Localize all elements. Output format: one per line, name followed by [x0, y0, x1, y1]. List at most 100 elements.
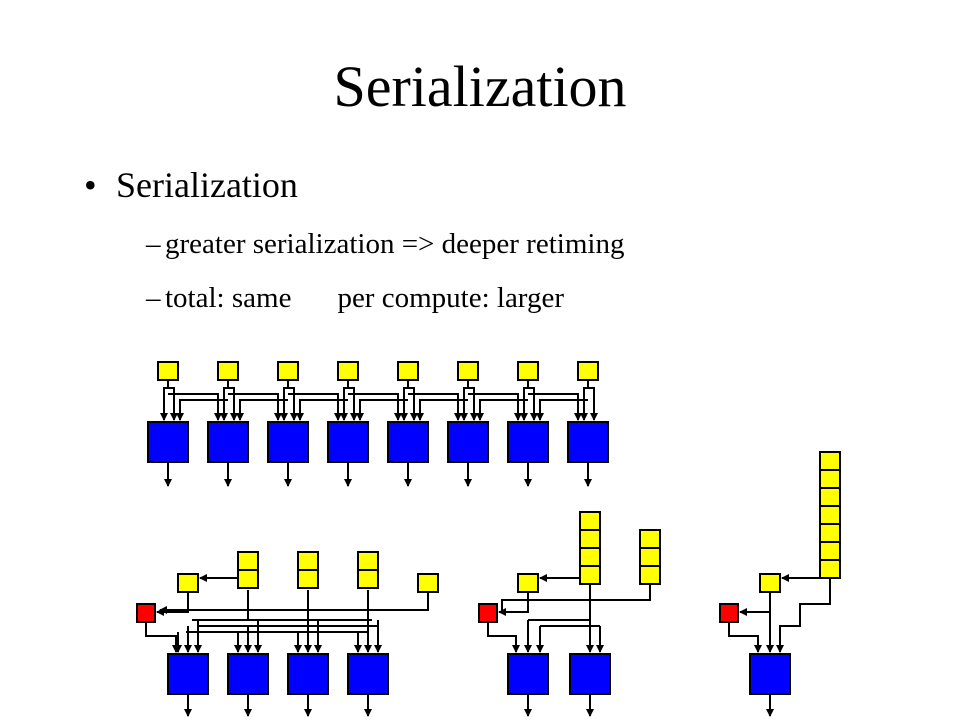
wire-arrow	[408, 393, 462, 421]
input-register	[819, 523, 841, 543]
input-register	[217, 361, 239, 381]
input-register	[157, 361, 179, 381]
wire-arrow	[468, 387, 478, 421]
wire-arrow	[528, 387, 538, 421]
input-register	[819, 469, 841, 489]
wire-arrow	[340, 380, 349, 421]
compute-block	[227, 653, 269, 695]
compute-block	[147, 421, 189, 463]
bullet-marker: •	[84, 165, 97, 205]
wire-arrow	[520, 380, 529, 421]
wire-arrow	[487, 622, 520, 653]
compute-block	[447, 421, 489, 463]
input-register	[177, 573, 199, 593]
wire-arrow	[160, 380, 169, 421]
input-register	[819, 451, 841, 471]
input-register	[357, 569, 379, 589]
bullet-text: Serialization	[116, 165, 298, 205]
compute-block	[327, 421, 369, 463]
input-register	[819, 505, 841, 525]
feedback-register	[136, 603, 156, 623]
wire-arrow	[580, 380, 589, 421]
wire-arrow	[220, 380, 229, 421]
input-register	[297, 551, 319, 571]
blocks	[136, 361, 841, 695]
input-register	[579, 565, 601, 585]
input-register	[579, 511, 601, 531]
input-register	[639, 529, 661, 549]
compute-block	[287, 653, 329, 695]
feedback-register	[478, 603, 498, 623]
dash-marker: –	[146, 228, 161, 260]
wire-arrow	[288, 387, 298, 421]
input-register	[579, 547, 601, 567]
compute-block	[749, 653, 791, 695]
compute-block	[347, 653, 389, 695]
compute-block	[207, 421, 249, 463]
compute-block	[267, 421, 309, 463]
compute-block	[167, 653, 209, 695]
wire-arrow	[156, 592, 189, 616]
wire-arrow	[498, 592, 529, 616]
compute-block	[387, 421, 429, 463]
input-register	[357, 551, 379, 571]
wire-arrow	[476, 399, 528, 421]
wire-arrow	[145, 622, 180, 653]
wire-arrow	[228, 387, 238, 421]
wire-arrow	[356, 399, 408, 421]
input-register	[237, 551, 259, 571]
wire-arrow	[416, 399, 468, 421]
subpoint-text-per-compute: per compute: larger	[337, 282, 564, 314]
wire-arrow	[536, 399, 588, 421]
subpoint-totals: –total: same per compute: larger	[146, 280, 564, 316]
input-register	[517, 573, 539, 593]
subpoint-retiming: –greater serialization => deeper retimin…	[146, 226, 624, 262]
input-register	[577, 361, 599, 381]
input-register	[297, 569, 319, 589]
wire-arrow	[176, 399, 228, 421]
wire-arrow	[739, 592, 771, 616]
input-register	[417, 573, 439, 593]
wire-arrow	[588, 387, 598, 421]
wire-arrow	[468, 393, 522, 421]
wire-arrow	[348, 387, 358, 421]
input-register	[579, 529, 601, 549]
wire-arrow	[280, 380, 289, 421]
input-register	[517, 361, 539, 381]
wire-arrow	[159, 592, 429, 614]
wire-arrow	[460, 380, 469, 421]
feedback-register	[719, 603, 739, 623]
wire-arrow	[728, 622, 762, 653]
input-register	[639, 547, 661, 567]
compute-block	[507, 653, 549, 695]
wire-arrow	[776, 578, 831, 653]
wire-arrow	[296, 399, 348, 421]
bullet-point: • Serialization	[84, 162, 298, 208]
input-register	[277, 361, 299, 381]
wires	[145, 380, 831, 717]
dash-marker: –	[146, 282, 161, 314]
wire-arrow	[348, 393, 402, 421]
wire-arrow	[408, 387, 418, 421]
wire-arrow	[528, 393, 582, 421]
wire-arrow	[236, 399, 288, 421]
subpoint-text: greater serialization => deeper retiming	[165, 228, 625, 260]
input-register	[237, 569, 259, 589]
input-register	[639, 565, 661, 585]
wire-arrow	[168, 393, 222, 421]
slide-title: Serialization	[333, 54, 627, 119]
subpoint-text-total: total: same	[165, 282, 292, 314]
wire-arrow	[228, 393, 282, 421]
input-register	[397, 361, 419, 381]
input-register	[819, 541, 841, 561]
wire	[501, 584, 651, 612]
wire-arrow	[400, 380, 409, 421]
wire-arrow	[288, 393, 342, 421]
compute-block	[507, 421, 549, 463]
wire-arrow	[168, 387, 178, 421]
compute-block	[567, 421, 609, 463]
input-register	[337, 361, 359, 381]
input-register	[819, 487, 841, 507]
